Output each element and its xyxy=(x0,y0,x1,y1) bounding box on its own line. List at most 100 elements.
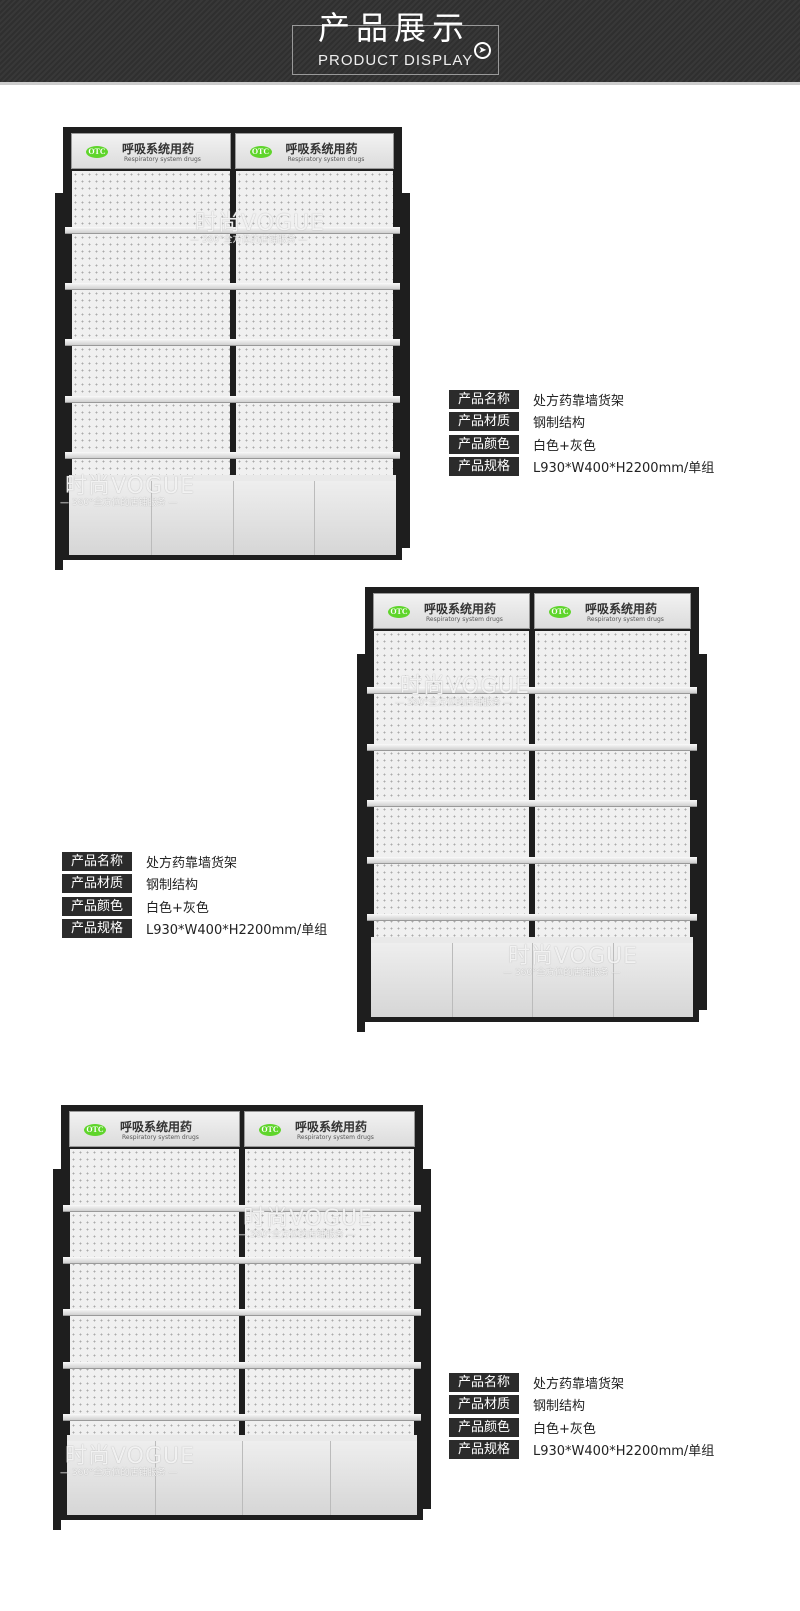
spec-row: 产品颜色白色+灰色 xyxy=(449,434,714,454)
sign-title: 呼吸系统用药 xyxy=(122,142,195,156)
watermark-slogan: — 360°全方位的店铺服务 — xyxy=(190,235,308,245)
otc-badge: OTC xyxy=(249,146,272,158)
shelf-board xyxy=(63,1257,421,1265)
page-header: 产品展示 PRODUCT DISPLAY ➤ xyxy=(0,0,800,85)
shelf-board xyxy=(367,743,697,751)
spec-row: 产品名称处方药靠墙货架 xyxy=(449,389,714,409)
cabinet-door xyxy=(532,943,533,1017)
spec-row: 产品规格 L930*W400*H2200mm/单组 xyxy=(62,919,327,939)
cabinet-door xyxy=(232,481,234,555)
shelf-board xyxy=(367,687,697,694)
otc-badge: OTC xyxy=(84,1124,106,1136)
cabinet-door xyxy=(242,1441,243,1515)
spec-value: 处方药靠墙货架 xyxy=(146,855,238,871)
pegboard xyxy=(535,631,690,946)
spec-value: L930*W400*H2200mm/单组 xyxy=(533,1444,715,1460)
spec-value: 白色+灰色 xyxy=(533,1421,596,1437)
watermark-slogan: — 360°全方位的店铺服务 — xyxy=(238,1230,356,1240)
spec-label: 产品名称 xyxy=(449,389,519,409)
spec-row: 产品规格 L930*W400*H2200mm/单组 xyxy=(449,457,714,477)
shelf-board xyxy=(367,913,697,921)
shelf-board xyxy=(65,283,400,291)
cabinet-door xyxy=(314,481,316,555)
pegboard xyxy=(374,631,529,946)
pegboard xyxy=(235,171,393,484)
cabinet-door xyxy=(451,943,453,1017)
cabinet-door xyxy=(154,1441,156,1515)
watermark-logo: 时尚VOGUE xyxy=(195,211,326,236)
spec-label: 产品规格 xyxy=(449,1440,519,1460)
cabinet-door xyxy=(329,1441,331,1515)
sign-subtitle: Respiratory system drugs xyxy=(287,156,365,163)
watermark-slogan: — 360°全方位的店铺服务 — xyxy=(60,1468,178,1478)
sign-title: 呼吸系统用药 xyxy=(120,1120,193,1134)
cabinet-door xyxy=(150,481,152,555)
watermark-logo: 时尚VOGUE xyxy=(400,674,531,699)
watermark-logo: 时尚VOGUE xyxy=(508,944,639,969)
spec-row: 产品名称处方药靠墙货架 xyxy=(449,1372,714,1392)
sign-subtitle: Respiratory system drugs xyxy=(587,616,664,623)
spec-label: 产品颜色 xyxy=(449,1417,519,1437)
side-post xyxy=(699,653,707,1010)
spec-label: 产品规格 xyxy=(62,919,132,939)
watermark-slogan: — 360°全方位的店铺服务 — xyxy=(503,968,621,978)
watermark-slogan: — 360°全方位的店铺服务 — xyxy=(395,698,513,708)
spec-value: 钢制结构 xyxy=(533,1399,586,1415)
cabinet-door xyxy=(612,943,614,1017)
sign-subtitle: Respiratory system drugs xyxy=(297,1134,374,1141)
shelf-board xyxy=(65,339,400,347)
spec-value: 钢制结构 xyxy=(146,878,199,894)
sign-title: 呼吸系统用药 xyxy=(424,602,497,616)
sign-title: 呼吸系统用药 xyxy=(295,1120,368,1134)
spec-value: 处方药靠墙货架 xyxy=(533,1376,625,1392)
watermark-logo: 时尚VOGUE xyxy=(65,1444,196,1469)
spec-value: 钢制结构 xyxy=(533,416,586,432)
base-cabinet xyxy=(69,475,396,555)
spec-value: L930*W400*H2200mm/单组 xyxy=(146,923,328,939)
spec-block-3: 产品名称处方药靠墙货架产品材质钢制结构产品颜色白色+灰色产品规格 L930*W40… xyxy=(449,1372,714,1462)
side-post xyxy=(402,193,410,548)
sign-subtitle: Respiratory system drugs xyxy=(124,156,201,163)
otc-badge: OTC xyxy=(86,146,108,158)
side-post xyxy=(55,193,63,570)
spec-label: 产品规格 xyxy=(449,457,519,477)
side-post xyxy=(423,1168,431,1509)
spec-row: 产品材质钢制结构 xyxy=(62,874,327,894)
sign-subtitle: Respiratory system drugs xyxy=(426,616,503,623)
spec-row: 产品颜色白色+灰色 xyxy=(62,896,327,916)
spec-label: 产品材质 xyxy=(62,874,132,894)
sign-title: 呼吸系统用药 xyxy=(585,602,658,616)
side-post xyxy=(53,1168,61,1530)
spec-row: 产品材质钢制结构 xyxy=(449,412,714,432)
spec-label: 产品材质 xyxy=(449,412,519,432)
sign-subtitle: Respiratory system drugs xyxy=(122,1134,199,1141)
otc-badge: OTC xyxy=(388,606,410,618)
spec-value: 处方药靠墙货架 xyxy=(533,393,625,409)
spec-label: 产品颜色 xyxy=(449,434,519,454)
watermark-logo: 时尚VOGUE xyxy=(65,474,196,499)
spec-label: 产品名称 xyxy=(62,851,132,871)
spec-value: L930*W400*H2200mm/单组 xyxy=(533,461,715,477)
pegboard xyxy=(245,1149,414,1444)
pegboard xyxy=(70,1149,239,1444)
spec-row: 产品颜色白色+灰色 xyxy=(449,1417,714,1437)
shelf-board xyxy=(367,857,697,864)
spec-row: 产品规格 L930*W400*H2200mm/单组 xyxy=(449,1440,714,1460)
circle-chevron-right-icon: ➤ xyxy=(474,42,491,59)
shelf-board xyxy=(367,800,697,808)
spec-row: 产品名称处方药靠墙货架 xyxy=(62,851,327,871)
shelf-board xyxy=(63,1361,421,1369)
spec-row: 产品材质钢制结构 xyxy=(449,1395,714,1415)
side-post xyxy=(357,653,365,1032)
watermark-slogan: — 360°全方位的店铺服务 — xyxy=(60,498,178,508)
shelf-board xyxy=(65,395,400,403)
spec-value: 白色+灰色 xyxy=(533,438,596,454)
